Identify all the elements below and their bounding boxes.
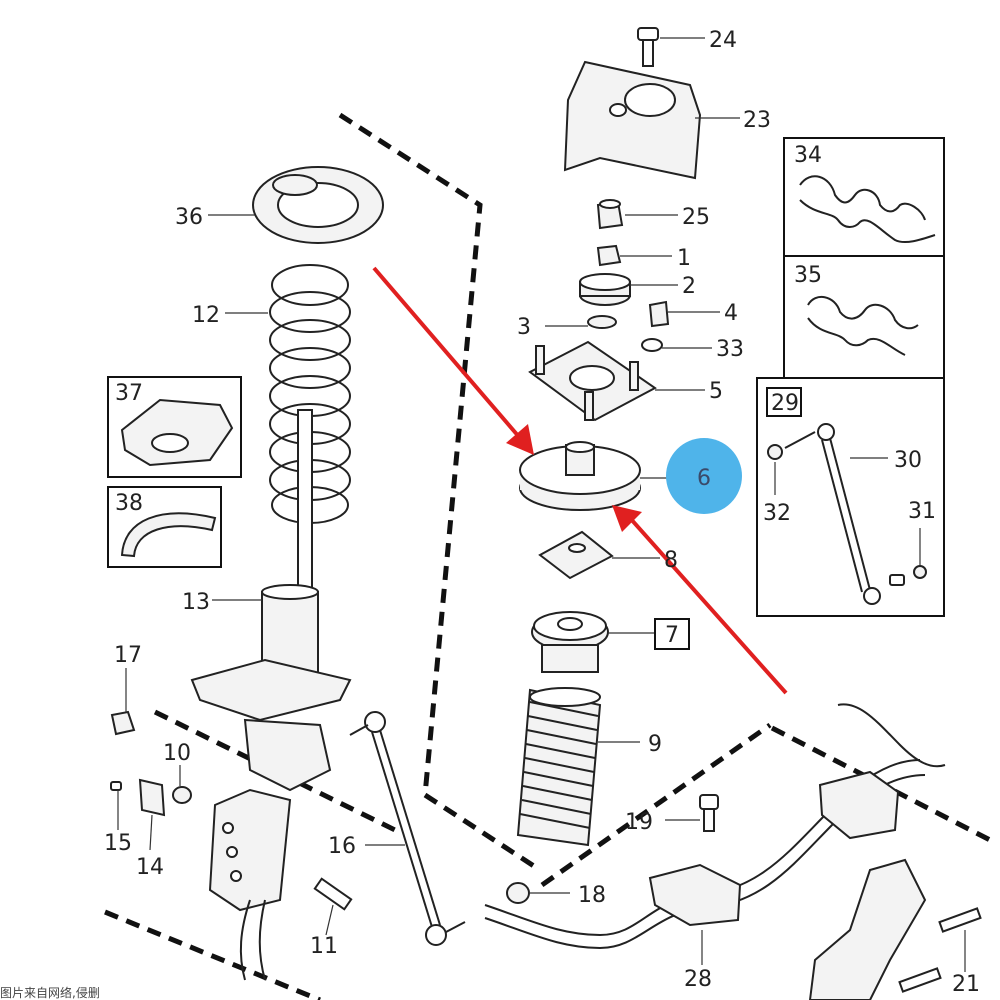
part-4-nut [648,300,720,328]
part-12-coil-spring [225,264,351,524]
callout-4: 4 [724,301,738,326]
part-24-bolt [637,27,705,67]
callout-5: 5 [709,379,723,404]
callout-3: 3 [517,315,531,340]
callout-1: 1 [677,246,691,271]
callout-23: 23 [743,108,771,133]
highlight-circle-6 [666,438,742,514]
callout-29: 29 [771,391,799,416]
callout-18: 18 [578,883,606,908]
dashed-boundary-bottom-left [104,909,321,1000]
callout-19: 19 [625,810,653,835]
callout-34: 34 [794,143,822,168]
part-28-stabilizer-bar [484,703,946,965]
callout-36: 36 [175,205,203,230]
part-1-nut [596,244,672,267]
callout-labels: 24 23 25 1 2 3 4 33 5 8 7 9 36 12 37 38 … [104,28,980,997]
callout-10: 10 [163,741,191,766]
callout-37: 37 [115,381,143,406]
callout-13: 13 [182,590,210,615]
part-23-cover [563,60,740,180]
red-arrow-right [628,516,788,695]
box-29-link [756,377,945,617]
highlight-label-6: 6 [697,466,711,491]
part-15-bolt [110,781,122,830]
callout-8: 8 [664,548,678,573]
part-3-clip [545,315,617,329]
callout-30: 30 [894,448,922,473]
callout-box-7 [654,618,690,650]
part-7-bumpstop [531,611,690,673]
part-33-washer [641,338,712,352]
dashed-boundary-mid [540,722,772,888]
watermark-text: 图片来自网络,侵删 [0,985,100,1000]
part-21-knuckle [808,858,982,1000]
callout-12: 12 [192,303,220,328]
red-arrow-left [372,266,522,440]
callout-15: 15 [104,831,132,856]
part-25-cap [596,199,678,230]
part-36-upper-seat [208,166,384,244]
part-17-nut [110,668,136,736]
part-8-seat [538,530,660,580]
part-19-bolt [665,794,719,832]
part-5-top-mount [528,340,705,422]
callout-9: 9 [648,732,662,757]
callout-38: 38 [115,491,143,516]
callout-31: 31 [908,499,936,524]
callout-28: 28 [684,967,712,992]
dashed-boundary-strut [338,112,542,873]
callout-14: 14 [136,855,164,880]
callout-21: 21 [952,972,980,997]
part-6-bearing [519,441,688,511]
callout-32: 32 [763,501,791,526]
red-arrows [372,266,788,695]
callout-35: 35 [794,263,822,288]
part-38-box [107,486,222,568]
callout-17: 17 [114,643,142,668]
part-18-bushing [506,882,570,904]
part-14-bracket [138,778,166,851]
part-37-box [107,376,242,478]
callout-7: 7 [665,623,679,648]
callout-16: 16 [328,834,356,859]
part-13-strut [190,409,352,981]
callout-box-29 [766,387,802,417]
callout-24: 24 [709,28,737,53]
callout-2: 2 [682,274,696,299]
callout-11: 11 [310,934,338,959]
part-2-cup [579,273,678,306]
part-16-link [349,711,466,946]
part-11-bolt [313,877,353,936]
part-9-dust-boot [516,687,640,847]
part-10-bushing [172,765,192,804]
callout-33: 33 [716,337,744,362]
callout-25: 25 [682,205,710,230]
